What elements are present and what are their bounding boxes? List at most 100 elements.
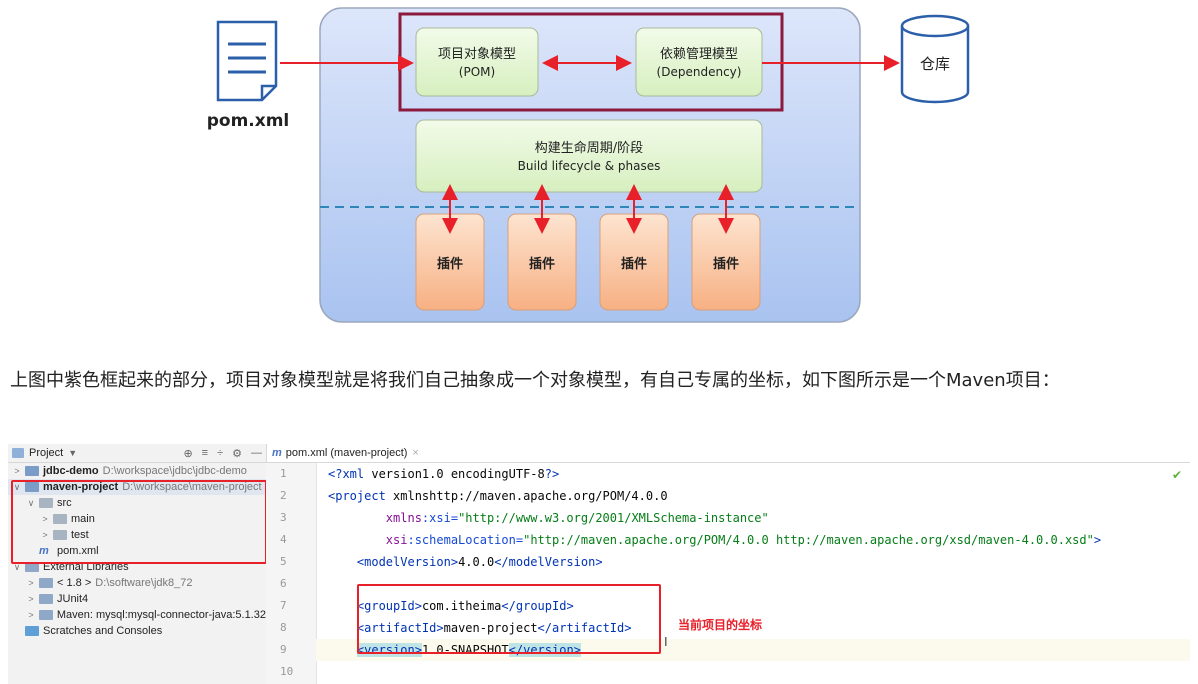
pom-model-subtitle: (POM) — [459, 65, 495, 79]
chevron-right-icon[interactable]: > — [28, 610, 34, 620]
code-line-1: <?xml version1.0 encodingUTF-8?> — [328, 467, 560, 481]
project-highlight-box — [11, 480, 267, 564]
pom-model-box — [415, 27, 539, 97]
tree-item[interactable]: ∨ src — [8, 495, 266, 511]
tree-item[interactable]: > test — [8, 527, 266, 543]
chevron-down-icon[interactable]: ∨ — [13, 481, 21, 492]
chevron-right-icon[interactable]: > — [28, 594, 34, 604]
code-line-3: xmlns:xsi="http://www.w3.org/2001/XMLSch… — [385, 511, 769, 525]
tree-item-label: main — [71, 513, 95, 525]
tree-item-label: Scratches and Consoles — [43, 625, 163, 637]
editor-tab-label[interactable]: pom.xml (maven-project) — [285, 447, 408, 459]
line-number: 1 — [280, 467, 287, 480]
pom-file-label: pom.xml — [207, 111, 290, 131]
chevron-right-icon[interactable]: > — [42, 514, 48, 524]
gear-icon[interactable]: ⚙ — [232, 447, 242, 460]
lifecycle-subtitle: Build lifecycle & phases — [518, 159, 661, 173]
plugin-label: 插件 — [437, 256, 463, 272]
coordinates-highlight-box — [357, 584, 661, 654]
jdk-icon — [39, 578, 53, 588]
folder-icon — [53, 530, 67, 540]
tree-item-label: maven-project — [43, 481, 119, 493]
repository-icon — [900, 14, 970, 104]
chevron-down-icon[interactable]: ∨ — [13, 561, 21, 572]
maven-icon: m — [39, 545, 49, 557]
lifecycle-title: 构建生命周期/阶段 — [535, 140, 643, 156]
project-view-selector[interactable]: Project — [29, 447, 64, 459]
tree-item-label: test — [71, 529, 89, 541]
tree-item[interactable]: > JUnit4 — [8, 591, 266, 607]
library-icon — [39, 594, 53, 604]
line-number-gutter: 1 2 3 4 5 6 7 8 9 10 — [266, 463, 317, 684]
close-icon[interactable]: × — [412, 447, 419, 459]
plugin-label: 插件 — [529, 256, 555, 272]
plugin-label: 插件 — [713, 256, 739, 272]
line-number: 3 — [280, 511, 287, 524]
dependency-model-box — [635, 27, 763, 97]
dependency-model-subtitle: (Dependency) — [657, 65, 742, 79]
target-icon[interactable]: ⊕ — [183, 447, 193, 460]
editor-tab-bar: m pom.xml (maven-project) × — [266, 444, 1190, 463]
tree-item[interactable]: > Maven: mysql:mysql-connector-java:5.1.3… — [8, 607, 266, 623]
tree-item-path: D:\workspace\maven-project — [122, 481, 262, 493]
line-number: 4 — [280, 533, 287, 546]
line-number: 7 — [280, 599, 287, 612]
line-number: 10 — [280, 665, 294, 678]
folder-icon — [39, 498, 53, 508]
pom-model-title: 项目对象模型 — [438, 47, 516, 62]
library-icon — [38, 610, 53, 620]
tree-item-label: < 1.8 > — [57, 577, 92, 589]
expand-icon[interactable]: ÷ — [217, 446, 224, 459]
dependency-model-title: 依赖管理模型 — [660, 47, 738, 62]
plugin-label: 插件 — [621, 256, 647, 272]
pom-file-icon — [216, 20, 278, 102]
chevron-right-icon[interactable]: > — [28, 578, 34, 588]
project-panel-header: Project ▼ ⊕ ≡ ÷ ⚙ — — [8, 444, 266, 463]
line-number: 5 — [280, 555, 287, 568]
tree-item[interactable]: Scratches and Consoles — [8, 623, 266, 639]
inspection-ok-icon[interactable]: ✔ — [1171, 468, 1182, 482]
folder-icon — [53, 514, 67, 524]
tree-item[interactable]: > < 1.8 >D:\software\jdk8_72 — [8, 575, 266, 591]
tree-item-label: jdbc-demo — [43, 465, 99, 477]
tree-item-label: Maven: mysql:mysql-connector-java:5.1.32 — [56, 609, 266, 621]
tree-item-label: JUnit4 — [57, 593, 89, 605]
line-number: 2 — [280, 489, 287, 502]
project-view-icon — [12, 448, 24, 458]
plugin-box: 插件 — [415, 213, 485, 311]
maven-file-icon: m — [272, 447, 282, 459]
lifecycle-box — [415, 119, 763, 193]
code-line-7: <groupId>com.itheima</groupId> — [356, 599, 574, 613]
chevron-right-icon[interactable]: > — [42, 530, 48, 540]
tree-item[interactable]: > main — [8, 511, 266, 527]
tree-item-path: D:\software\jdk8_72 — [95, 577, 193, 589]
line-number: 8 — [280, 621, 287, 634]
code-line-10 — [328, 661, 1190, 683]
code-line-5: <modelVersion>4.0.0</modelVersion> — [356, 555, 603, 569]
tree-item-label: src — [57, 497, 72, 509]
coordinates-annotation: 当前项目的坐标 — [678, 618, 763, 632]
line-number: 6 — [280, 577, 287, 590]
chevron-right-icon[interactable]: > — [14, 466, 20, 476]
line-number: 9 — [280, 643, 287, 656]
chevron-down-icon[interactable]: ▼ — [68, 448, 78, 458]
tree-item-path: D:\workspace\jdbc\jdbc-demo — [102, 465, 247, 477]
description-paragraph: 上图中紫色框起来的部分，项目对象模型就是将我们自己抽象成一个对象模型，有自己专属… — [10, 370, 1060, 391]
code-area[interactable]: <?xml version1.0 encodingUTF-8?> <projec… — [316, 463, 1190, 684]
scratches-icon — [25, 626, 39, 636]
code-line-4: xsi:schemaLocation="http://maven.apache.… — [385, 533, 1102, 547]
repository-label: 仓库 — [920, 55, 950, 73]
module-folder-icon — [25, 466, 39, 476]
collapse-icon[interactable]: ≡ — [201, 446, 209, 459]
tree-item[interactable]: ∨ External Libraries — [8, 559, 266, 575]
tree-item-label: External Libraries — [43, 561, 129, 573]
chevron-down-icon[interactable]: ∨ — [27, 497, 35, 508]
minimize-icon[interactable]: — — [251, 446, 262, 459]
